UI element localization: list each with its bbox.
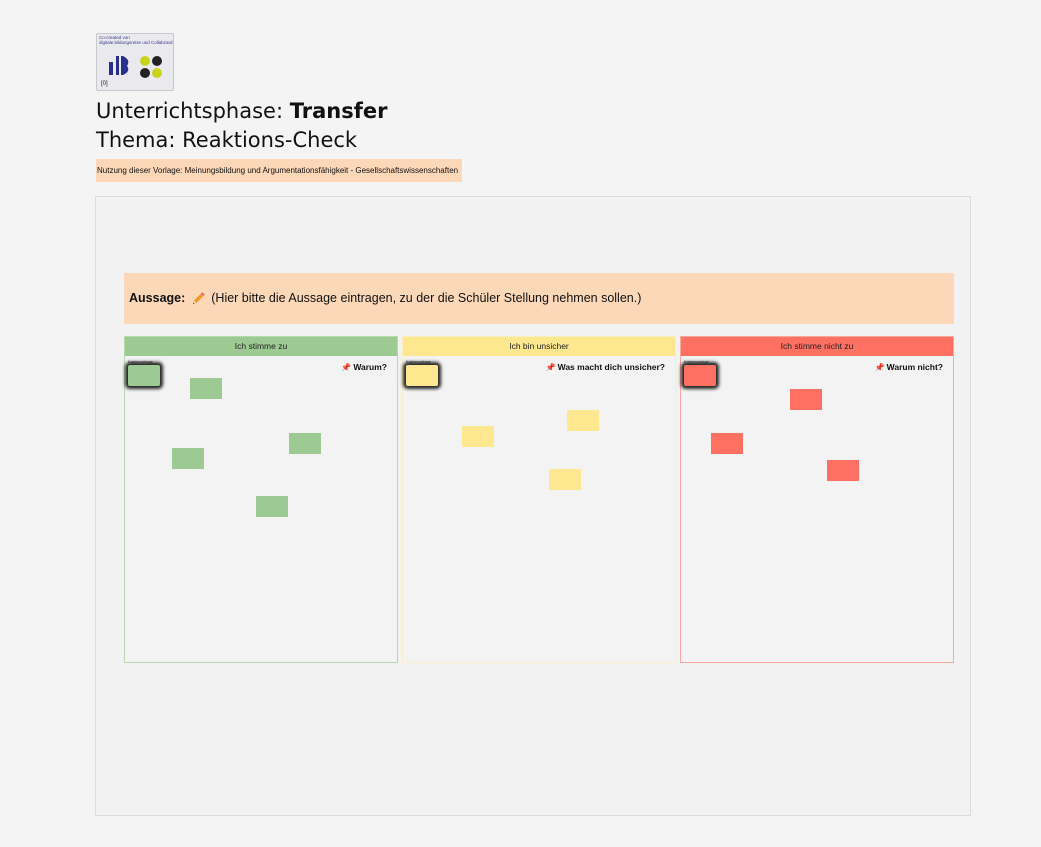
- sample-tag: Kartenvorlage: [128, 359, 153, 364]
- column-header-disagree: Ich stimme nicht zu: [681, 337, 953, 356]
- sticky-note[interactable]: [462, 426, 494, 447]
- phase-title: Unterrichtsphase: Transfer: [96, 99, 387, 123]
- db-logo-icon: [109, 56, 129, 75]
- pin-icon: 📌: [545, 363, 556, 372]
- phase-value: Transfer: [289, 99, 388, 123]
- statement-label: Aussage:: [129, 291, 186, 305]
- sample-tag: Kartenvorlage: [406, 359, 431, 364]
- column-prompt: 📌Was macht dich unsicher?: [546, 362, 665, 372]
- prompt-text: Was macht dich unsicher?: [557, 362, 665, 372]
- sticky-note[interactable]: [549, 469, 581, 490]
- sticky-note[interactable]: [190, 378, 222, 399]
- sticky-note[interactable]: [256, 496, 288, 517]
- sticky-note[interactable]: [827, 460, 859, 481]
- column-header-unsure: Ich bin unsicher: [403, 337, 675, 356]
- column-unsure[interactable]: Ich bin unsicher Kartenvorlage 📌Was mach…: [402, 336, 676, 663]
- sticky-note[interactable]: [790, 389, 822, 410]
- pin-icon: 📌: [341, 363, 352, 372]
- phase-label: Unterrichtsphase:: [96, 99, 290, 123]
- column-agree[interactable]: Ich stimme zu Kartenvorlage 📌Warum?: [124, 336, 398, 663]
- column-disagree[interactable]: Ich stimme nicht zu Kartenvorlage 📌Warum…: [680, 336, 954, 663]
- sticky-note[interactable]: [172, 448, 204, 469]
- logo-count: [0]: [101, 81, 108, 87]
- sample-sticky-note[interactable]: [406, 365, 438, 386]
- column-prompt: 📌Warum?: [341, 362, 387, 372]
- logo-caption: Co-created von digitale.bildungsreise un…: [99, 35, 173, 45]
- column-header-agree: Ich stimme zu: [125, 337, 397, 356]
- collaboration-logo-card[interactable]: Co-created von digitale.bildungsreise un…: [96, 33, 174, 91]
- sticky-note[interactable]: [289, 433, 321, 454]
- sample-sticky-note[interactable]: [684, 365, 716, 386]
- pin-icon: 📌: [874, 363, 885, 372]
- sticky-note[interactable]: [711, 433, 743, 454]
- dots-logo-icon: [140, 56, 162, 78]
- pencil-icon: [192, 292, 205, 304]
- sample-tag: Kartenvorlage: [684, 359, 709, 364]
- sticky-note[interactable]: [567, 410, 599, 431]
- column-prompt: 📌Warum nicht?: [875, 362, 943, 372]
- prompt-text: Warum?: [353, 362, 387, 372]
- statement-text: (Hier bitte die Aussage eintragen, zu de…: [211, 291, 642, 305]
- sample-sticky-note[interactable]: [128, 365, 160, 386]
- usage-banner: Nutzung dieser Vorlage: Meinungsbildung …: [96, 159, 463, 182]
- statement-box[interactable]: Aussage: (Hier bitte die Aussage eintrag…: [124, 273, 954, 324]
- topic-title: Thema: Reaktions-Check: [96, 128, 358, 152]
- prompt-text: Warum nicht?: [886, 362, 943, 372]
